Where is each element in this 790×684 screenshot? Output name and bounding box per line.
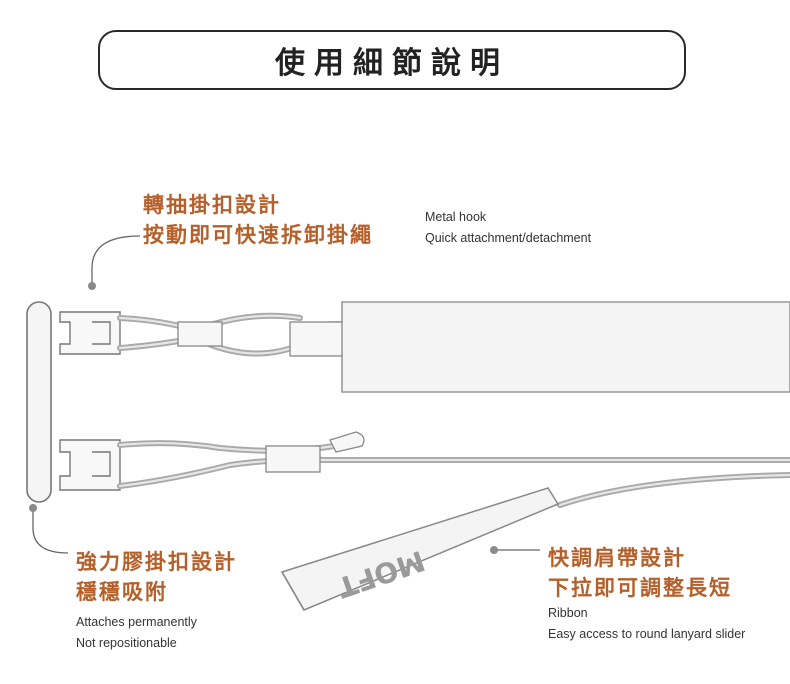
callout-ribbon-en: Ribbon Easy access to round lanyard slid… [548,603,745,645]
ribbon-dot [490,546,498,554]
hook-en-line1: Metal hook [425,210,487,224]
hook-en-line2: Quick attachment/detachment [425,231,592,245]
ribbon-en-line1: Ribbon [548,606,588,620]
pad-en-line1: Attaches permanently [76,615,197,629]
ribbon-cord [557,472,790,508]
ribbon-cn-line1: 快調肩帶設計 [548,546,686,570]
hook-leader [91,235,141,285]
callout-dots [29,282,498,554]
pad-dot [29,504,37,512]
ribbon-cn-line2: 下拉即可調整長短 [548,576,732,600]
top-hook [59,311,121,355]
hook-dot [88,282,96,290]
adhesive-pad [26,301,52,503]
hook-cn-line1: 轉抽掛扣設計 [143,193,281,217]
callout-leaders [32,235,540,554]
pad-leader [32,510,69,554]
bottom-cord-slider [265,445,321,473]
ribbon-cord-inner [558,473,790,507]
pad-en-line2: Not repositionable [76,636,177,650]
callout-pad-en: Attaches permanently Not repositionable [76,612,197,654]
callout-hook-en: Metal hook Quick attachment/detachment [425,207,591,249]
ribbon-en-line2: Easy access to round lanyard slider [548,627,746,641]
title-box: 使用細節說明 [98,30,686,90]
page-title: 使用細節說明 [275,46,509,81]
pad-cn-line1: 強力膠掛扣設計 [76,550,237,574]
pad-cn-line2: 穩穩吸附 [76,580,168,604]
callout-pad: 強力膠掛扣設計 穩穩吸附 [76,547,237,607]
ribbon-tag: MOFT [280,487,560,611]
callout-hook: 轉抽掛扣設計 按動即可快速拆卸掛繩 [143,190,373,250]
callout-ribbon: 快調肩帶設計 下拉即可調整長短 [548,543,732,603]
top-cord-slider [177,321,223,347]
strap-end-tab [289,321,343,357]
bottom-hook [59,439,121,491]
hook-cn-line2: 按動即可快速拆卸掛繩 [143,223,373,247]
cord-tip [329,431,365,453]
wide-strap [329,301,790,393]
